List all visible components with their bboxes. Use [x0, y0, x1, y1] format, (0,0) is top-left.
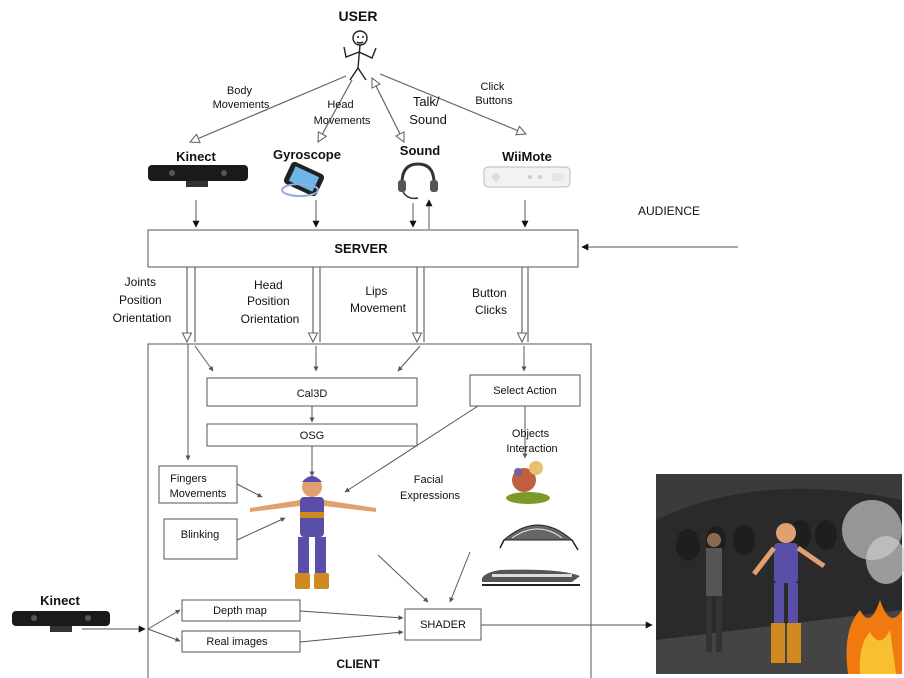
edge-head-movements: [318, 79, 353, 142]
fingers-label: Fingers Movements: [170, 473, 227, 500]
kinect-top-label: Kinect: [176, 149, 216, 164]
click-buttons-label: Click Buttons: [475, 81, 513, 107]
shader-label: SHADER: [420, 619, 466, 631]
lips-label: Lips Movement: [350, 284, 407, 315]
edge-click-buttons: [379, 73, 526, 134]
objects-interaction-label: Objects Interaction: [506, 428, 557, 455]
gyroscope-label: Gyroscope: [273, 147, 341, 162]
facial-expressions-label: Facial Expressions: [400, 474, 460, 502]
head-movements-label: Head Movements: [314, 99, 371, 127]
depth-map-label: Depth map: [213, 605, 267, 617]
kinect-sensor-icon: [12, 611, 110, 632]
real-images-label: Real images: [206, 636, 268, 648]
server-client-edges: [187, 267, 529, 342]
wiimote-icon: [483, 166, 571, 188]
server-label: SERVER: [334, 241, 388, 256]
wiimote-label: WiiMote: [502, 149, 552, 164]
spaceship-icon: [499, 524, 579, 551]
head-position-label: Head Position Orientation: [241, 278, 300, 326]
depth-map-box: [181, 599, 301, 622]
kinect-bottom-label: Kinect: [40, 593, 80, 608]
client-label: CLIENT: [336, 657, 380, 671]
button-clicks-label: Button Clicks: [472, 286, 510, 317]
talk-sound-label: Talk/ Sound: [409, 94, 447, 127]
sound-label: Sound: [400, 143, 440, 158]
edge-body-movements: [190, 75, 347, 142]
kinect-sensor-icon: [148, 165, 248, 187]
blinking-box: [163, 518, 238, 560]
joints-label: Joints Position Orientation: [113, 275, 172, 325]
rendered-scene-image: [656, 474, 904, 674]
shader-box: [404, 608, 482, 641]
cal3d-box: [206, 377, 418, 407]
fingers-box: [158, 465, 238, 504]
audience-label: AUDIENCE: [638, 204, 700, 218]
headset-icon: [398, 162, 438, 200]
select-action-label: Select Action: [493, 385, 557, 397]
edge-talk-sound: [372, 78, 404, 142]
stick-figure-icon: [343, 30, 377, 81]
cartoon-object-icon: [506, 461, 550, 504]
character-avatar: [250, 476, 376, 589]
body-movements-label: Body Movements: [213, 85, 270, 111]
user-label: USER: [339, 8, 378, 24]
train-icon: [482, 569, 580, 586]
blinking-label: Blinking: [181, 529, 220, 541]
osg-label: OSG: [300, 430, 324, 442]
iphone-gyroscope-icon: [281, 161, 325, 197]
server-box: [147, 229, 579, 268]
cal3d-label: Cal3D: [297, 388, 328, 400]
